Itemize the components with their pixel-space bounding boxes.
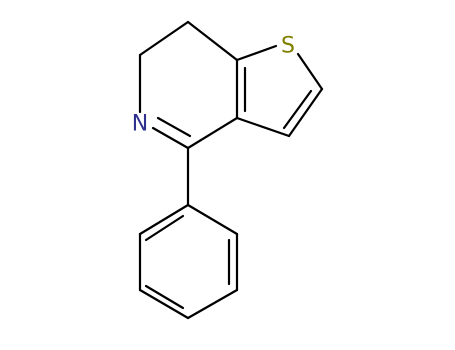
bond-n5-c4-double-inner	[156, 116, 192, 138]
bond-c7a-s1	[235, 44, 278, 62]
atom-sulfur: S	[281, 34, 295, 59]
phenyl-inner-bond-b	[144, 284, 185, 310]
phenyl-bond-3	[186, 288, 239, 320]
dihydropyridine-ring	[138, 20, 239, 150]
bond-c2-c3-outer	[287, 87, 324, 138]
bond-c2-c3-inner	[282, 89, 313, 130]
phenyl-ring	[138, 203, 239, 320]
bond-c7-c7a	[186, 20, 239, 62]
atom-nitrogen: N	[132, 112, 148, 137]
thiophene-ring	[235, 44, 324, 138]
nitrogen-label: N	[132, 112, 148, 137]
phenyl-bond-1	[186, 203, 239, 236]
bond-c4-c3a	[186, 116, 239, 150]
bond-c7-c6	[138, 20, 190, 57]
phenyl-inner-bond-c	[144, 214, 185, 242]
bond-n5-c4-double-outer	[151, 126, 190, 150]
phenyl-bond-4	[138, 288, 190, 320]
phenyl-bond-6	[138, 203, 190, 236]
sulfur-label: S	[281, 34, 295, 59]
bond-s1-c2	[296, 52, 324, 91]
bond-c3-c3a-outer	[235, 116, 291, 138]
